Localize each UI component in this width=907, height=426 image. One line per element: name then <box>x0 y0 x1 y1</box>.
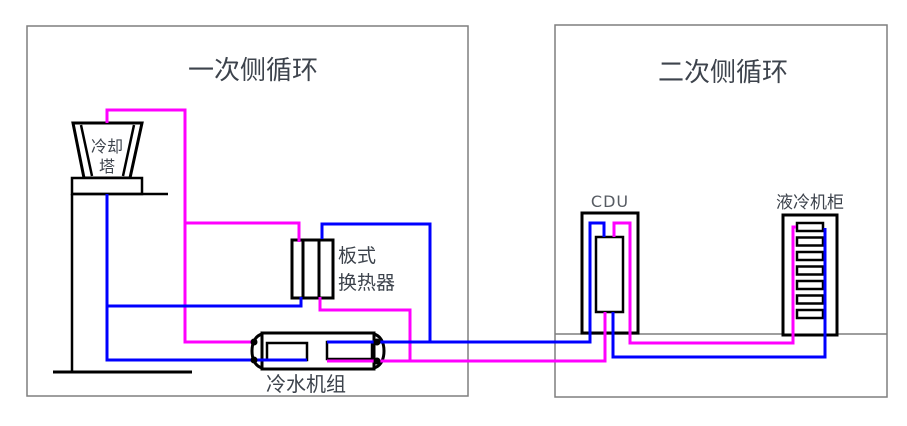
primary-loop-title: 一次侧循环 <box>188 56 318 86</box>
plate-heat-exchanger-body <box>290 238 335 300</box>
pipe-connection-dot <box>250 338 258 346</box>
chiller-label: 冷水机组 <box>266 372 346 396</box>
pipe-connection-dot <box>250 356 258 364</box>
cold-pipe-tower-to-chiller <box>105 194 307 362</box>
cooling-tower <box>53 121 192 374</box>
cold-pipe-cabinet-to-cdu <box>611 228 827 359</box>
chiller-left-cap <box>250 332 263 370</box>
server-slot <box>795 308 825 320</box>
cooling-tower-basin <box>70 176 144 196</box>
hot-pipe-cdu-to-cabinet <box>612 221 796 345</box>
cdu-label: CDU <box>591 192 629 211</box>
cdu-heat-exchanger <box>594 235 625 314</box>
chiller-right-cap <box>373 332 386 370</box>
primary-loop-box <box>26 25 469 397</box>
cooling-tower-label-line2: 塔 <box>99 157 115 176</box>
hot-pipe-chiller-to-cdu <box>327 312 607 363</box>
plate-heat-exchanger <box>290 238 335 300</box>
server-slot <box>795 236 825 247</box>
cabinet-label: 液冷机柜 <box>776 193 844 213</box>
pipe-connection-dot <box>373 357 381 365</box>
hot-pipe-heat-exchanger-out <box>318 297 412 361</box>
cold-pipe-heat-exchanger-out <box>320 222 432 341</box>
chiller-condenser <box>325 340 374 361</box>
chiller-unit <box>250 331 386 371</box>
server-slot <box>795 294 825 305</box>
heat-exchanger-label-line2: 换热器 <box>338 272 395 294</box>
cold-pipe-chiller-to-cdu <box>327 221 606 344</box>
liquid-cooling-cabinet <box>781 213 839 337</box>
hot-pipe-branch-to-heat-exchanger <box>185 221 301 242</box>
cold-pipe-branch-to-heat-exchanger <box>107 297 303 308</box>
cooling-tower-label-line1: 冷却 <box>91 137 123 156</box>
secondary-loop-title: 二次侧循环 <box>658 58 788 88</box>
hot-pipe-tower-to-chiller <box>105 108 252 344</box>
pipe-connection-dot <box>373 338 381 346</box>
server-slot <box>795 221 825 233</box>
server-slot <box>795 265 825 276</box>
server-slot <box>795 279 825 291</box>
cooling-tower-inner-wall-left <box>79 124 94 177</box>
cooling-tower-inner-wall-right <box>121 124 136 177</box>
server-slot <box>795 250 825 262</box>
chiller-evaporator <box>265 341 309 362</box>
heat-exchanger-label-line1: 板式 <box>338 245 376 267</box>
